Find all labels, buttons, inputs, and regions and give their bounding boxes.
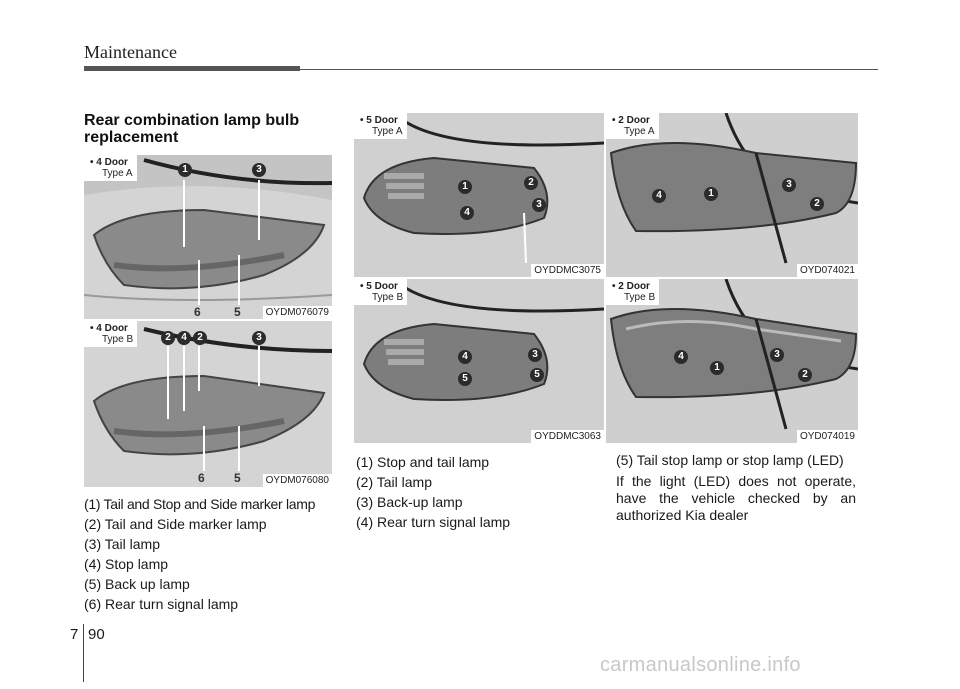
callout-badge: 2 xyxy=(810,197,824,211)
figure-code: OYDDMC3063 xyxy=(531,430,604,443)
page-number: 90 xyxy=(88,626,105,643)
tail-lamp-illustration xyxy=(84,321,332,487)
legend-item: (2) Tail lamp xyxy=(356,474,432,490)
callout-badge: 3 xyxy=(532,198,546,212)
callout-number: 6 xyxy=(194,305,201,319)
legend-item: (3) Back-up lamp xyxy=(356,494,463,510)
watermark: carmanualsonline.info xyxy=(600,654,801,676)
callout-badge: 4 xyxy=(674,350,688,364)
legend-right: (5) Tail stop lamp or stop lamp (LED) If… xyxy=(616,452,856,524)
callout-number: 5 xyxy=(234,305,241,319)
callout-badge: 2 xyxy=(524,176,538,190)
legend-item: (4) Rear turn signal lamp xyxy=(356,514,511,530)
door-count-label: • 4 Door xyxy=(90,323,128,334)
legend-item: (5) Back up lamp xyxy=(84,576,190,592)
door-count-label: • 5 Door xyxy=(360,115,398,126)
type-label: Type A xyxy=(372,126,403,137)
legend-item: (1) Stop and tail lamp xyxy=(356,454,490,470)
tail-lamp-illustration xyxy=(84,155,332,319)
door-count-label: • 2 Door xyxy=(612,115,650,126)
callout-badge: 1 xyxy=(458,180,472,194)
callout-badge: 3 xyxy=(252,331,266,345)
callout-badge: 3 xyxy=(770,348,784,362)
footer-divider xyxy=(83,624,84,682)
callout-badge: 4 xyxy=(458,350,472,364)
figure-code: OYDDMC3075 xyxy=(531,264,604,277)
callout-badge: 2 xyxy=(161,331,175,345)
legend-item: (6) Rear turn signal lamp xyxy=(84,596,239,612)
type-label: Type B xyxy=(372,292,404,303)
tail-lamp-illustration xyxy=(606,113,858,277)
callout-badge: 5 xyxy=(458,372,472,386)
callout-badge: 4 xyxy=(460,206,474,220)
legend-item: (1) Tail and Stop and Side marker lamp xyxy=(84,496,316,512)
header-rule-thin xyxy=(300,69,878,70)
figure-code: OYDM076079 xyxy=(262,306,332,319)
callout-badge: 5 xyxy=(530,368,544,382)
led-note: If the light (LED) does not operate, hav… xyxy=(616,473,856,523)
figure-code: OYD074021 xyxy=(796,264,858,277)
page-header-title: Maintenance xyxy=(84,42,177,62)
callout-number: 6 xyxy=(198,471,205,485)
callout-badge: 1 xyxy=(178,163,192,177)
header-rule-thick xyxy=(84,66,300,71)
callout-badge: 1 xyxy=(710,361,724,375)
tail-lamp-illustration xyxy=(354,279,604,443)
callout-badge: 3 xyxy=(252,163,266,177)
callout-badge: 1 xyxy=(704,187,718,201)
tail-lamp-illustration xyxy=(354,113,604,277)
door-count-label: • 5 Door xyxy=(360,281,398,292)
type-label: Type A xyxy=(624,126,655,137)
callout-badge: 2 xyxy=(193,331,207,345)
legend-item: (5) Tail stop lamp or stop lamp (LED) xyxy=(616,452,844,468)
legend-left: (1) Tail and Stop and Side marker lamp (… xyxy=(84,494,344,614)
door-count-label: • 4 Door xyxy=(90,157,128,168)
door-count-label: • 2 Door xyxy=(612,281,650,292)
callout-badge: 4 xyxy=(652,189,666,203)
legend-item: (3) Tail lamp xyxy=(84,536,160,552)
callout-badge: 3 xyxy=(782,178,796,192)
legend-middle: (1) Stop and tail lamp (2) Tail lamp (3)… xyxy=(356,452,596,532)
type-label: Type B xyxy=(102,334,134,345)
type-label: Type A xyxy=(102,168,133,179)
callout-badge: 4 xyxy=(177,331,191,345)
type-label: Type B xyxy=(624,292,656,303)
callout-number: 5 xyxy=(234,471,241,485)
callout-badge: 2 xyxy=(798,368,812,382)
figure-code: OYDM076080 xyxy=(262,474,332,487)
section-title: Rear combination lamp bulb replacement xyxy=(84,112,300,146)
legend-item: (2) Tail and Side marker lamp xyxy=(84,516,267,532)
tail-lamp-illustration xyxy=(606,279,858,443)
callout-badge: 3 xyxy=(528,348,542,362)
legend-item: (4) Stop lamp xyxy=(84,556,169,572)
chapter-number: 7 xyxy=(70,626,79,643)
figure-code: OYD074019 xyxy=(796,430,858,443)
